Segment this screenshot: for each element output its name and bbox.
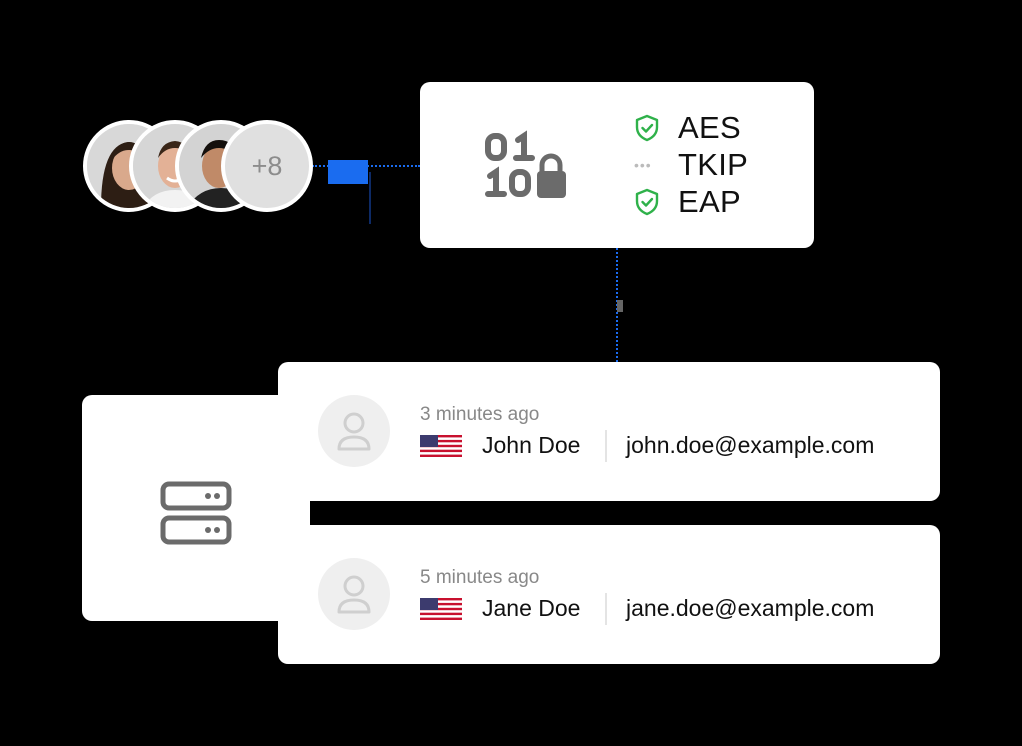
shield-check-icon — [634, 188, 662, 216]
divider — [605, 430, 607, 462]
binary-lock-icon — [485, 130, 566, 198]
protocol-aes: AES — [634, 110, 741, 146]
user-icon — [337, 412, 371, 451]
shield-check-icon — [634, 114, 662, 142]
us-flag-icon — [420, 435, 462, 457]
user-email[interactable]: jane.doe@example.com — [626, 595, 875, 621]
user-icon — [337, 575, 371, 614]
user-email[interactable]: john.doe@example.com — [626, 432, 875, 458]
activity-time: 5 minutes ago — [420, 567, 540, 588]
more-members-badge[interactable]: +8 — [221, 120, 313, 212]
connector-node — [328, 160, 368, 184]
more-members-count: +8 — [251, 150, 283, 181]
encryption-card: AES ••• TKIP EAP — [420, 82, 814, 248]
user-avatar — [318, 558, 390, 630]
server-icon — [160, 481, 232, 545]
us-flag-icon — [420, 598, 462, 620]
activity-time: 3 minutes ago — [420, 404, 540, 425]
protocol-label: TKIP — [678, 147, 749, 182]
connector-vertical-line — [369, 172, 371, 224]
server-card — [82, 395, 310, 621]
protocol-tkip: ••• TKIP — [634, 147, 748, 183]
user-name: Jane Doe — [482, 595, 581, 621]
protocol-eap: EAP — [634, 184, 741, 220]
protocol-label: AES — [678, 110, 741, 145]
connector-marker — [617, 300, 623, 312]
protocol-label: EAP — [678, 184, 741, 219]
user-row-jane[interactable]: 5 minutes ago Jane Doe jane.doe@example.… — [278, 525, 940, 664]
more-dots-icon: ••• — [634, 157, 652, 173]
user-avatar — [318, 395, 390, 467]
user-name: John Doe — [482, 432, 581, 458]
divider — [605, 593, 607, 625]
user-row-john[interactable]: 3 minutes ago John Doe john.doe@example.… — [278, 362, 940, 501]
